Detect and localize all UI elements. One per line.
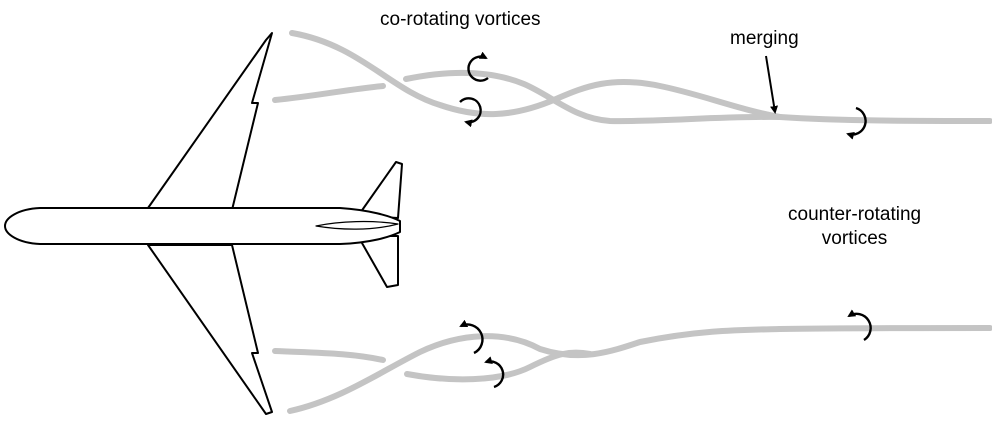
lower-flap-vortex-trail-2 [404, 349, 593, 383]
counter-rotating-label-line2: vortices [821, 228, 888, 249]
upper-co-rotating-arrow-1 [467, 51, 489, 82]
rotation-arrows [459, 51, 872, 389]
upper-wing [147, 32, 273, 211]
lower-tailplane [357, 235, 399, 288]
fuselage [4, 207, 401, 245]
lower-flap-vortex-trail [272, 348, 386, 363]
counter-rotating-label-line1: counter-rotating [788, 204, 922, 225]
upper-flap-vortex-trail [272, 83, 386, 103]
lower-co-rotating-arrow-2 [484, 356, 505, 389]
lower-wing [147, 244, 273, 415]
upper-co-rotating-arrow-2 [459, 97, 482, 128]
upper-merged-arrow [846, 106, 867, 140]
merging-pointer-arrow [765, 55, 778, 114]
lower-co-rotating-arrow-1 [459, 319, 484, 355]
upper-tip-vortex-trail [289, 30, 783, 120]
lower-merged-vortex-trail [777, 325, 992, 332]
co-rotating-vortices-label: co-rotating vortices [380, 9, 541, 30]
upper-vortex-trails [272, 30, 992, 125]
merging-label: merging [730, 28, 799, 49]
lower-vortex-trails [272, 325, 992, 414]
upper-tailplane [357, 161, 403, 219]
lower-tip-vortex-trail [287, 326, 783, 414]
upper-merged-vortex-trail [777, 114, 992, 124]
lower-merged-arrow [847, 309, 872, 342]
tail-cone [315, 220, 399, 230]
counter-rotating-vortices-label: counter-rotating vortices [788, 203, 921, 251]
aircraft [4, 32, 403, 415]
